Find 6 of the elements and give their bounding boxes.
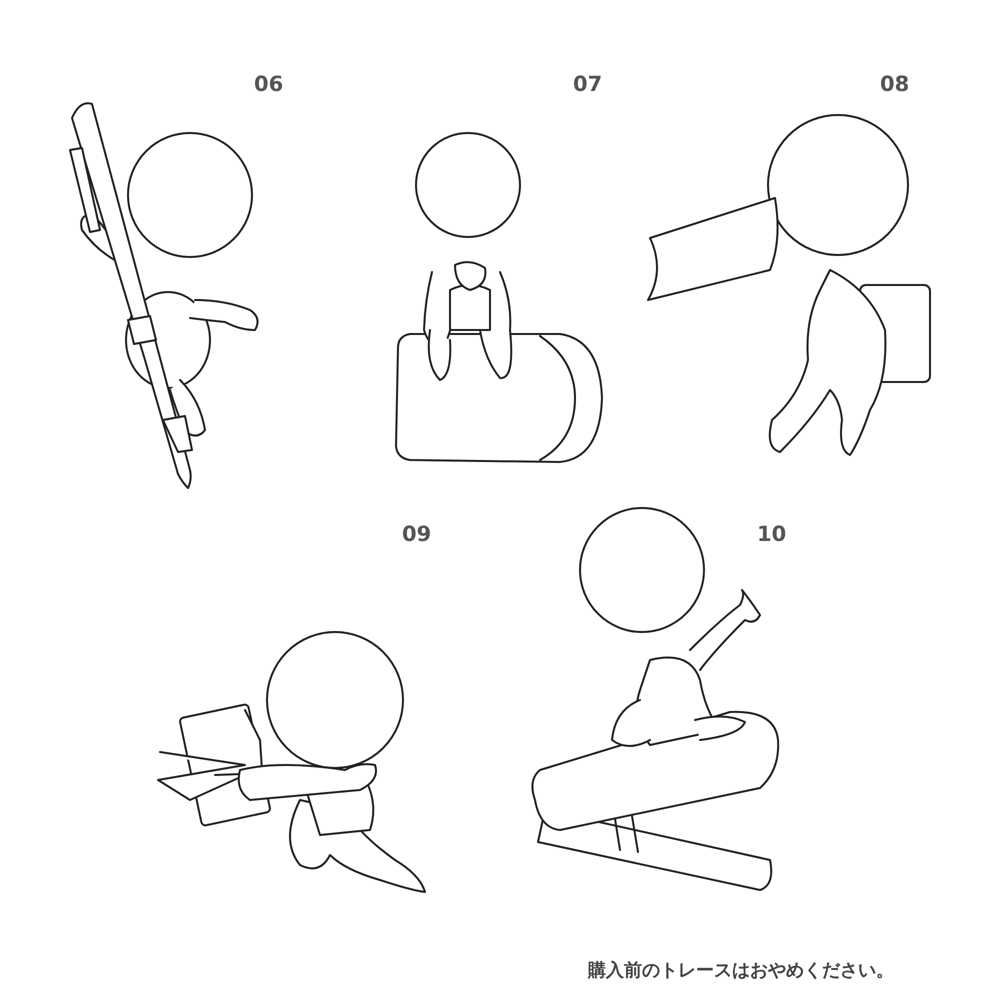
figure-number: 08: [880, 72, 910, 96]
figure-number: 09: [402, 522, 432, 546]
figure-number: 10: [757, 522, 786, 546]
notice-text: 購入前のトレースはおやめください。: [588, 959, 894, 982]
figure-number: 07: [573, 72, 602, 96]
figure-number: 06: [254, 72, 284, 96]
